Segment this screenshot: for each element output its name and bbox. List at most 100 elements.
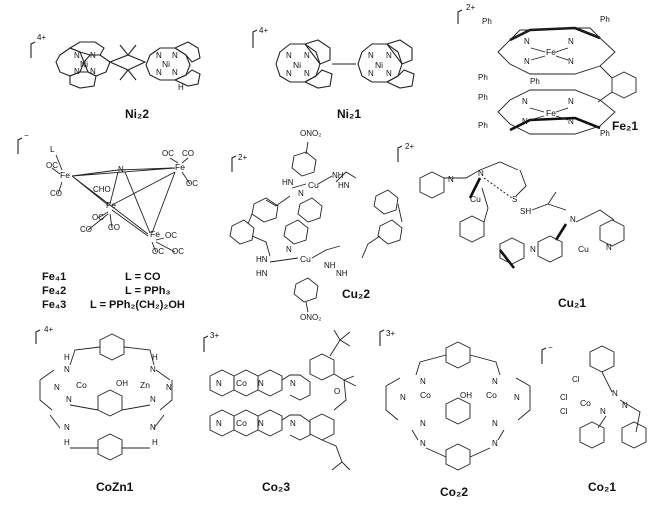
svg-text:Ph: Ph [600, 129, 610, 138]
svg-text:OH: OH [460, 391, 472, 400]
svg-text:Cu: Cu [470, 194, 481, 204]
svg-text:N: N [524, 57, 530, 66]
svg-text:N: N [568, 37, 574, 46]
svg-text:Ph: Ph [482, 17, 492, 26]
svg-text:N: N [90, 51, 96, 60]
co2-1-charge: − [548, 343, 553, 352]
svg-text:OC: OC [165, 231, 177, 240]
ni2-1-charge: 4+ [259, 26, 268, 35]
cu2-2-structure: 2+ ONO₂ HN Cu NH HN N HN Cu NH N HN NH O… [229, 129, 403, 322]
svg-text:H: H [152, 353, 158, 362]
cozn1-structure: 4+ H H N N Co Zn OH N N N N N N H H CoZn… [35, 325, 173, 494]
ni2-2-label: Ni₂2 [125, 107, 149, 121]
svg-text:CHO: CHO [93, 185, 111, 194]
svg-text:H: H [64, 353, 70, 362]
svg-text:Co: Co [420, 390, 431, 400]
svg-text:N: N [286, 51, 292, 60]
cu2-2-charge: 2+ [238, 153, 247, 162]
svg-text:HN: HN [338, 181, 350, 190]
cu2-1-structure: 2+ N Cu N S SH N Cu N N Cu₂1 [397, 142, 625, 310]
svg-text:S: S [512, 195, 517, 204]
svg-text:N: N [448, 175, 454, 184]
svg-text:N: N [54, 383, 60, 392]
ni2-2-structure: 4+ N N N N Ni N N N N Ni H Ni₂2 [30, 33, 201, 121]
svg-text:N: N [386, 69, 392, 78]
svg-text:CO: CO [108, 223, 120, 232]
svg-text:OC: OC [162, 149, 174, 158]
svg-text:N: N [420, 377, 426, 386]
svg-text:Co: Co [486, 390, 497, 400]
svg-text:N: N [622, 401, 628, 410]
svg-text:N: N [150, 423, 156, 432]
svg-text:N: N [492, 377, 498, 386]
svg-text:Co: Co [236, 378, 247, 388]
ni2-2-charge: 4+ [37, 33, 46, 42]
svg-text:N: N [568, 97, 574, 106]
svg-text:H: H [64, 438, 70, 447]
svg-text:N: N [172, 51, 178, 60]
svg-text:N: N [304, 51, 310, 60]
cozn1-charge: 4+ [44, 325, 53, 334]
svg-text:N: N [64, 365, 70, 374]
fe4-charge: − [24, 131, 29, 140]
fe4-2-ligand: L = PPh₃ [125, 285, 171, 297]
svg-text:Ph: Ph [478, 121, 488, 130]
cu2-2-label: Cu₂2 [342, 287, 370, 301]
svg-text:N: N [74, 51, 80, 60]
svg-text:NH: NH [324, 261, 336, 270]
fe4-1-name: Fe₄1 [42, 271, 66, 283]
fe2-1-label: Fe₂1 [612, 119, 638, 133]
fe4-cluster-structure: − L Fe OC CO N Fe OC CO OC CHO Fe OC CO … [17, 131, 198, 311]
co2-3-label: Co₂3 [262, 480, 290, 494]
svg-text:N: N [64, 423, 70, 432]
svg-text:N: N [90, 67, 96, 76]
svg-text:Ni: Ni [80, 59, 88, 69]
svg-text:H: H [178, 83, 184, 92]
svg-text:N: N [156, 68, 162, 77]
cu2-1-label: Cu₂1 [558, 296, 586, 310]
svg-text:Ph: Ph [478, 93, 488, 102]
svg-text:HN: HN [256, 255, 268, 264]
fe2-1-structure: 2+ N N N N Fe Ph Ph Ph Ph N N N N Fe Ph … [457, 3, 638, 138]
fe4-3-ligand: L = PPh₂(CH₂)₂OH [90, 299, 185, 311]
svg-text:OC: OC [46, 161, 58, 170]
svg-text:Cu: Cu [308, 180, 319, 190]
svg-text:ONO₂: ONO₂ [300, 313, 321, 322]
svg-text:Fe: Fe [546, 47, 556, 57]
svg-text:Fe: Fe [150, 229, 160, 239]
svg-text:Fe: Fe [60, 170, 70, 180]
svg-text:L: L [50, 145, 55, 154]
svg-text:NH: NH [336, 269, 348, 278]
fe2-1-charge: 2+ [466, 3, 475, 12]
svg-text:N: N [290, 419, 296, 428]
svg-text:SH: SH [520, 207, 531, 216]
svg-text:Cl: Cl [572, 375, 580, 384]
svg-text:N: N [216, 419, 222, 428]
svg-text:OC: OC [186, 179, 198, 188]
svg-text:Co: Co [580, 398, 591, 408]
svg-text:N: N [478, 169, 484, 178]
svg-text:Co: Co [76, 380, 87, 390]
svg-text:N: N [514, 393, 520, 402]
svg-text:Fe: Fe [546, 108, 556, 118]
svg-text:Zn: Zn [140, 380, 150, 390]
svg-text:N: N [420, 439, 426, 448]
ni2-1-structure: 4+ N N N N Ni N N N N Ni Ni₂1 [252, 26, 415, 121]
co2-1-structure: − Cl Cl Cl Co N N N Co₂1 [541, 343, 647, 494]
co2-3-structure: 3+ N N Co N O N N Co N Co₂3 [203, 329, 357, 494]
svg-text:N: N [420, 419, 426, 428]
svg-text:N: N [74, 67, 80, 76]
co2-2-label: Co₂2 [440, 485, 468, 499]
svg-text:N: N [66, 395, 72, 404]
svg-text:OC: OC [172, 247, 184, 256]
svg-text:N: N [368, 51, 374, 60]
svg-text:N: N [298, 189, 304, 198]
svg-text:CO: CO [182, 149, 194, 158]
svg-text:N: N [522, 117, 528, 126]
svg-text:Ni: Ni [375, 60, 383, 70]
svg-text:N: N [258, 379, 264, 388]
fe4-1-ligand: L = CO [125, 271, 161, 283]
svg-text:N: N [492, 419, 498, 428]
svg-text:ONO₂: ONO₂ [300, 129, 321, 138]
